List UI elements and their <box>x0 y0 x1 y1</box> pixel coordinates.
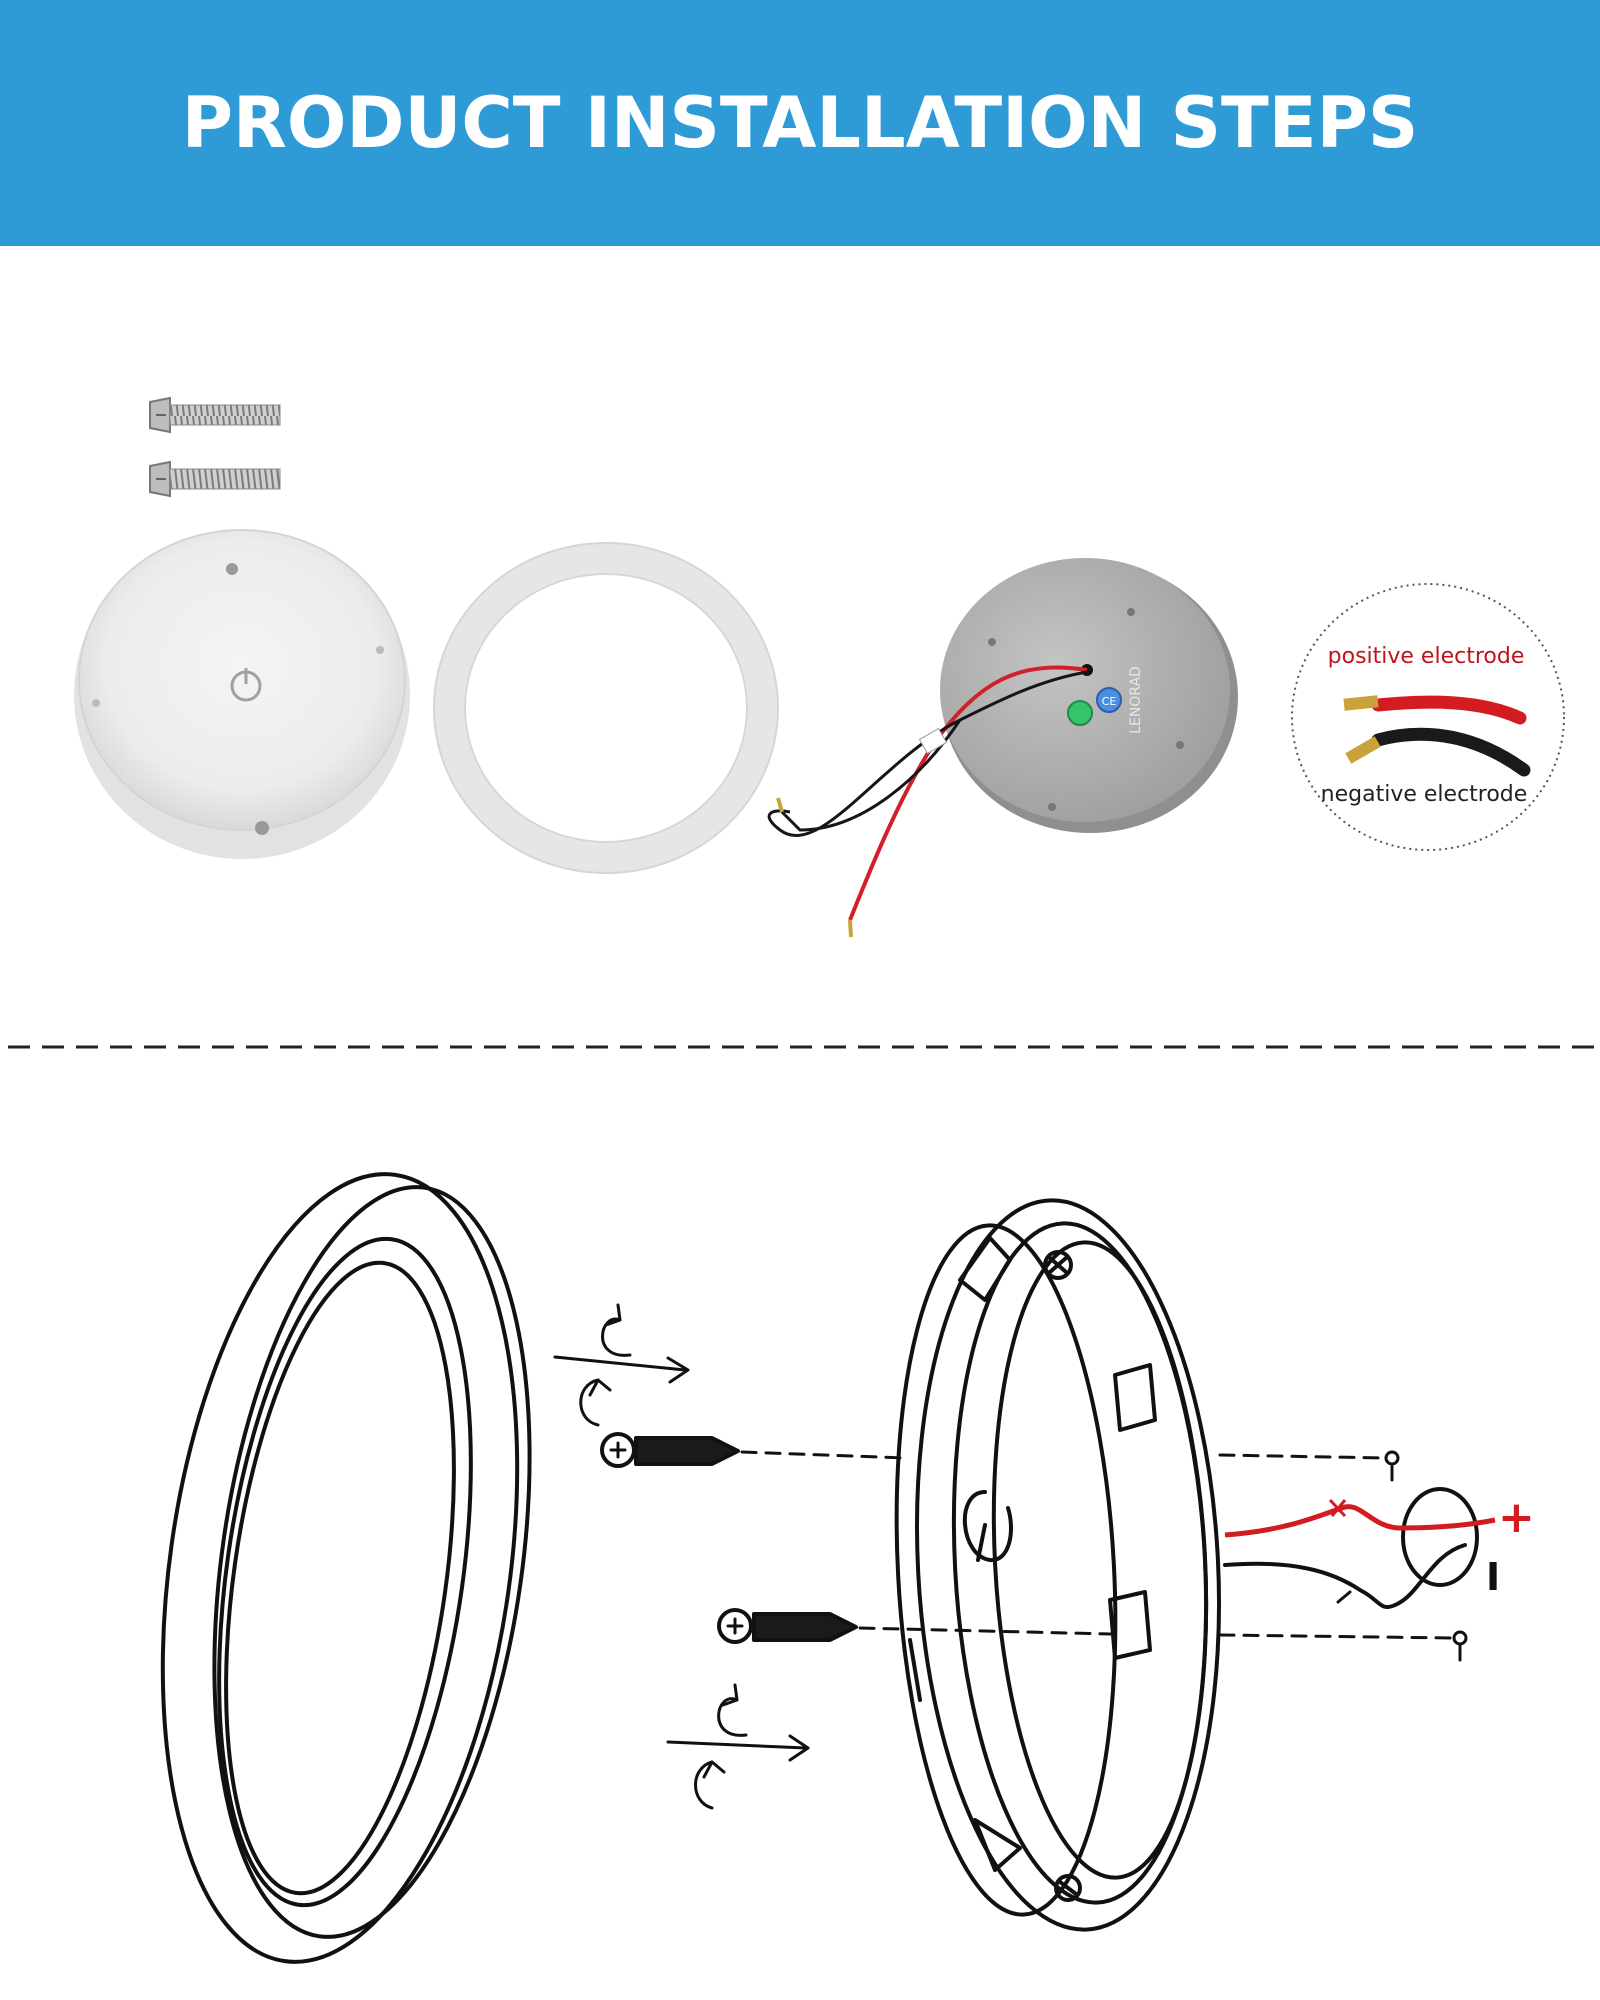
negative-electrode-label: negative electrode <box>1321 782 1528 807</box>
screw-icon <box>149 460 281 498</box>
guide-line <box>740 1450 907 1460</box>
cert-mark: CE <box>1102 695 1117 708</box>
rotate-arrow-icon <box>666 1683 810 1810</box>
screw-icon <box>149 396 281 434</box>
light-housing-drawing <box>894 1198 1222 1932</box>
trim-ring <box>433 542 779 874</box>
rotate-arrow-icon <box>553 1303 690 1427</box>
section-divider <box>8 1045 1600 1049</box>
ring-drawing <box>160 1172 532 1964</box>
plus-sign: + <box>1498 1492 1535 1543</box>
power-icon <box>230 668 262 702</box>
brand-logo: LENORAD <box>1128 666 1144 734</box>
header-banner: PRODUCT INSTALLATION STEPS <box>0 0 1600 246</box>
minus-sign: I <box>1486 1555 1500 1599</box>
installation-diagram: + I <box>160 1172 1535 1964</box>
light-lens-front <box>74 529 410 859</box>
back-plate: CE LENORAD <box>940 558 1238 833</box>
power-symbol-icon <box>963 1490 1013 1562</box>
screw-icon <box>600 1432 740 1468</box>
power-wires <box>767 665 1088 938</box>
electrode-callout: positive electrode negative electrode <box>1291 583 1565 851</box>
guide-line <box>858 1626 1112 1636</box>
guide-line <box>1218 1633 1455 1640</box>
page-title: PRODUCT INSTALLATION STEPS <box>181 82 1419 164</box>
screw-icon <box>717 1608 858 1644</box>
negative-wire <box>1223 1543 1467 1610</box>
connector-cap <box>1401 1487 1479 1587</box>
guide-line <box>1218 1453 1387 1460</box>
positive-wire <box>1224 1504 1496 1538</box>
product-parts-photo: CE LENORAD positive electrode negative e… <box>74 396 1565 938</box>
positive-electrode-label: positive electrode <box>1328 644 1525 669</box>
